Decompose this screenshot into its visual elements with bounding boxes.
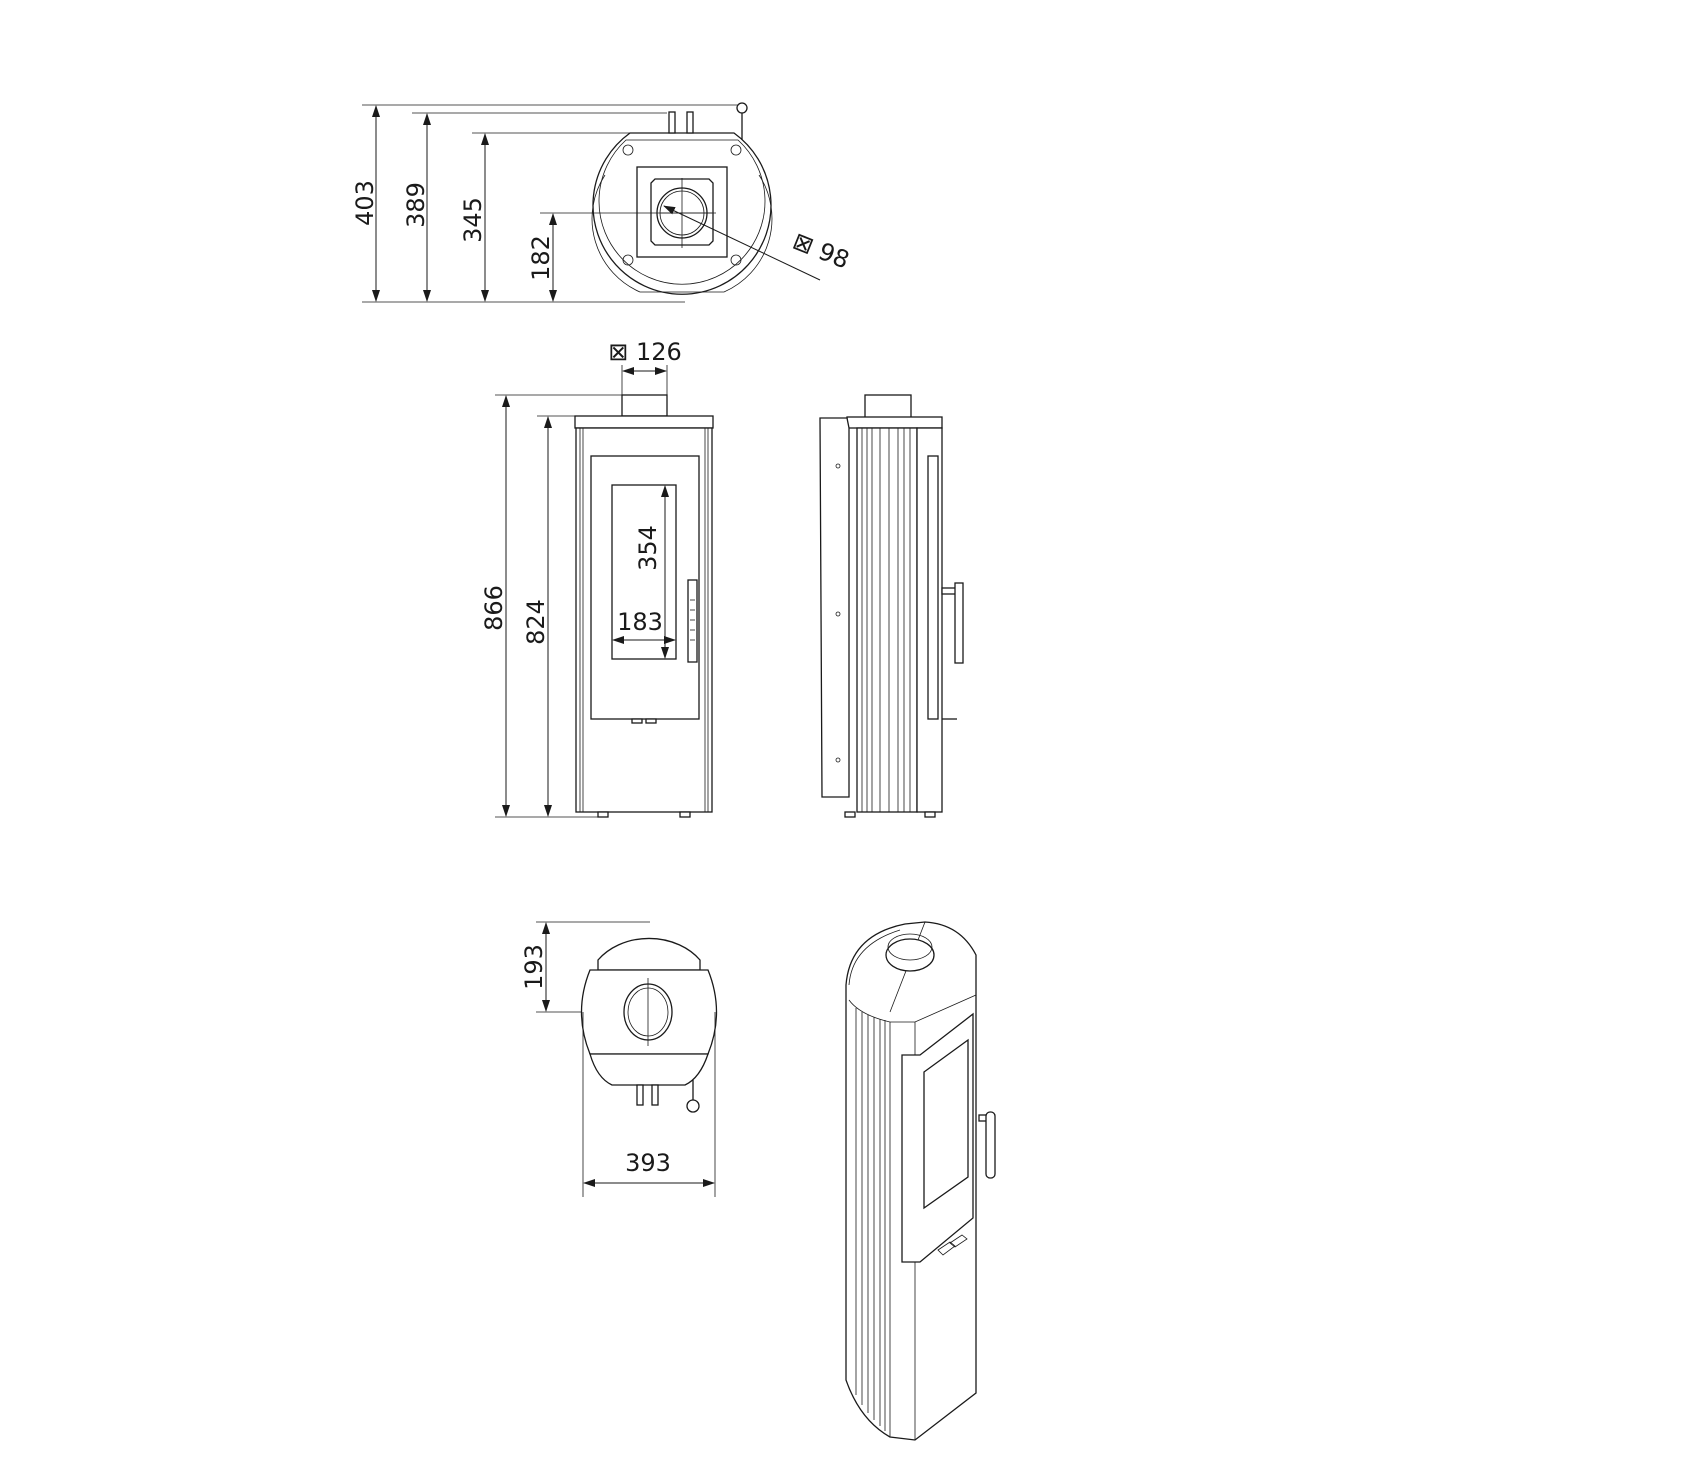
flue-diameter-label: ⊠ 98 [789, 227, 854, 275]
dim-label-389: 389 [402, 182, 430, 228]
dim-label-824: 824 [522, 599, 550, 645]
flue-flange [650, 178, 714, 246]
top-plate [574, 415, 714, 429]
side-view [819, 394, 964, 818]
flue-width-label: ⊠ 126 [608, 338, 682, 366]
dim-label-193: 193 [520, 944, 548, 990]
door-edge [927, 455, 939, 720]
dim-label-393: 393 [625, 1149, 671, 1177]
glass-width-label: 183 [617, 608, 663, 636]
dim-label-866: 866 [480, 585, 508, 631]
dim-label-403: 403 [351, 180, 379, 226]
air-control-knob [736, 102, 748, 114]
dim-label-345: 345 [459, 197, 487, 243]
iso-glass [923, 1038, 969, 1210]
door-handle [687, 579, 698, 663]
plan-view: 193 393 [520, 921, 718, 1197]
iso-flue [885, 938, 935, 972]
isometric-view [845, 921, 996, 1441]
top-view: 403 389 345 182 ⊠ 98 [351, 102, 854, 303]
glass-height-label: 354 [634, 525, 662, 571]
plan-body [580, 969, 718, 1055]
flue-collar-side [864, 394, 912, 419]
door-handle-side [954, 582, 964, 664]
iso-door-handle [985, 1111, 996, 1179]
iso-door [901, 1012, 974, 1263]
flue-collar [621, 394, 668, 417]
dim-label-182: 182 [527, 235, 555, 281]
ribbed-side [856, 427, 918, 813]
front-view: ⊠ 126 866 824 354 183 [480, 338, 714, 818]
back-panel [819, 417, 850, 798]
stove-outline [592, 132, 772, 295]
